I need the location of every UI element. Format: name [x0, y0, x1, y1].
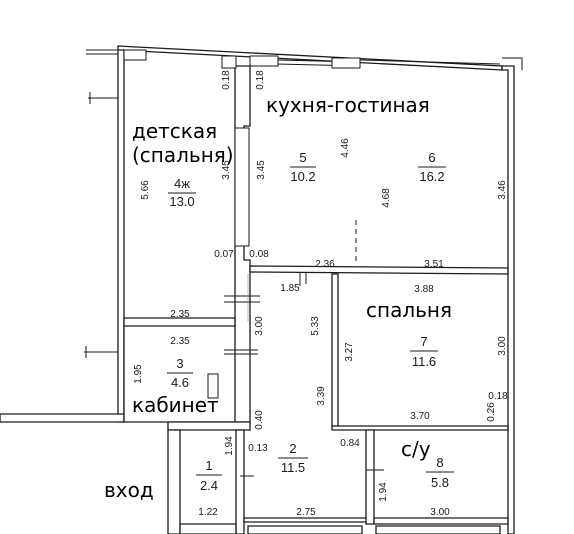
label-entrance: вход	[104, 478, 154, 502]
room-area: 16.2	[419, 169, 444, 184]
dimension-labels: 0.18 0.18 5.66 3.45 3.45 4.46 4.68 3.46 …	[133, 70, 508, 518]
room-area: 2.4	[200, 478, 218, 493]
dimension-label: 3.00	[497, 336, 508, 356]
dimension-label: 2.36	[315, 259, 335, 270]
walls	[0, 45, 515, 534]
dimension-label: 3.51	[424, 259, 444, 270]
dimension-label: 3.00	[430, 507, 450, 518]
door-swings	[207, 220, 384, 477]
dimension-label: 2.75	[296, 507, 316, 518]
dimension-label: 1.22	[198, 507, 218, 518]
label-bathroom: с/у	[401, 437, 431, 461]
room-area: 13.0	[169, 194, 194, 209]
room-number: 1	[205, 458, 212, 473]
dimension-label: 0.07	[214, 249, 234, 260]
windows	[84, 49, 523, 358]
label-kitchen-living: кухня-гостиная	[266, 93, 430, 117]
dimension-label: 3.46	[497, 180, 508, 200]
dimension-label: 3.00	[254, 316, 265, 336]
room-number: 5	[299, 150, 306, 165]
room-number: 2	[289, 441, 296, 456]
room-area: 10.2	[290, 169, 315, 184]
room-numbers: 4ж 13.0 5 10.2 6 16.2 7 11.6 3 4.6 2 11.…	[167, 150, 454, 493]
dimension-label: 0.84	[340, 438, 360, 449]
dimension-label: 3.45	[256, 160, 267, 180]
dimension-label: 2.35	[170, 336, 190, 347]
dimension-label: 3.27	[344, 342, 355, 362]
dimension-label: 0.18	[488, 391, 508, 402]
dimension-label: 3.45	[221, 160, 232, 180]
dimension-label: 3.70	[410, 411, 430, 422]
room-area: 5.8	[431, 475, 449, 490]
label-kids-room: детская	[132, 119, 218, 143]
dimension-label: 5.33	[310, 316, 321, 336]
room-area: 11.6	[412, 354, 436, 369]
room-number: 7	[420, 334, 427, 349]
dimension-label: 1.85	[280, 283, 300, 294]
room-number: 3	[176, 356, 183, 371]
dimension-label: 2.35	[170, 309, 190, 320]
room-area: 11.5	[281, 460, 305, 475]
dimension-label: 5.66	[140, 180, 151, 200]
dimension-label: 0.13	[248, 443, 268, 454]
label-office: кабинет	[132, 393, 219, 417]
dimension-label: 3.39	[316, 386, 327, 406]
dimension-label: 0.40	[254, 410, 265, 430]
label-kids-room-sub: (спальня)	[132, 143, 234, 167]
dimension-label: 4.46	[340, 138, 351, 158]
dimension-label: 1.95	[133, 364, 144, 384]
label-bedroom: спальня	[366, 298, 453, 322]
dimension-label: 0.26	[486, 402, 497, 422]
dimension-label: 3.88	[414, 284, 434, 295]
room-number: 8	[436, 455, 443, 470]
dimension-label: 0.18	[221, 70, 232, 90]
dimension-label: 4.68	[381, 188, 392, 208]
room-number: 4ж	[174, 176, 190, 191]
room-area: 4.6	[171, 375, 189, 390]
dimension-label: 1.94	[224, 436, 235, 456]
room-number: 6	[428, 150, 435, 165]
dimension-label: 1.94	[378, 482, 389, 502]
dimension-label: 0.08	[249, 249, 269, 260]
dimension-label: 0.18	[255, 70, 266, 90]
